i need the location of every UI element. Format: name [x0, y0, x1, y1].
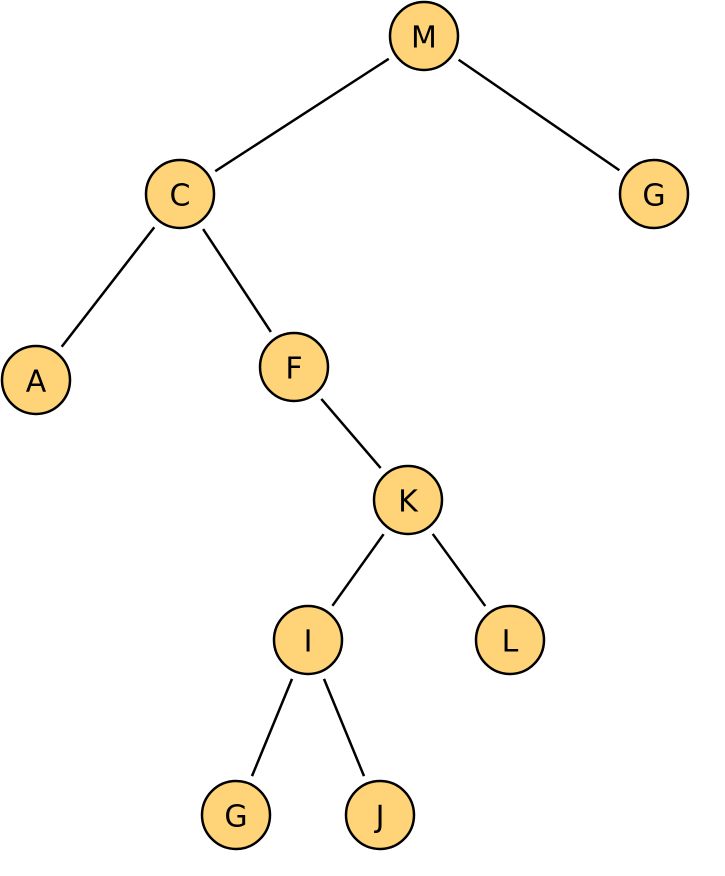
tree-node-i: I: [272, 604, 344, 676]
tree-node-a: A: [0, 344, 72, 416]
edge-f-k: [320, 398, 382, 469]
tree-node-g2: G: [200, 779, 272, 851]
node-label: G: [642, 179, 665, 214]
edge-k-i: [331, 533, 385, 607]
edge-c-a: [60, 226, 156, 348]
node-label: L: [502, 625, 519, 660]
node-label: I: [304, 625, 313, 660]
tree-node-j: J: [344, 779, 416, 851]
node-circle: [388, 0, 460, 72]
tree-node-g1: G: [618, 158, 690, 230]
node-circle: [144, 158, 216, 230]
node-circle: [474, 604, 546, 676]
node-circle: [372, 464, 444, 536]
node-circle: [0, 344, 72, 416]
tree-node-f: F: [258, 331, 330, 403]
edge-i-j: [322, 678, 366, 777]
node-circle: [618, 158, 690, 230]
node-circle: [258, 331, 330, 403]
edge-m-g1: [457, 58, 621, 172]
node-circle: [344, 779, 416, 851]
edge-k-l: [431, 533, 487, 607]
tree-node-c: C: [144, 158, 216, 230]
edge-c-f: [202, 228, 272, 333]
tree-node-k: K: [372, 464, 444, 536]
node-label: A: [26, 365, 47, 400]
edge-m-c: [214, 57, 390, 173]
node-label: J: [374, 800, 385, 835]
node-label: K: [398, 485, 419, 520]
tree-node-m: M: [388, 0, 460, 72]
node-label: G: [224, 800, 247, 835]
node-label: C: [170, 179, 191, 214]
node-circle: [272, 604, 344, 676]
node-label: F: [285, 352, 302, 387]
node-label: M: [411, 21, 437, 56]
tree-node-l: L: [474, 604, 546, 676]
edge-i-g2: [250, 678, 294, 777]
node-circle: [200, 779, 272, 851]
